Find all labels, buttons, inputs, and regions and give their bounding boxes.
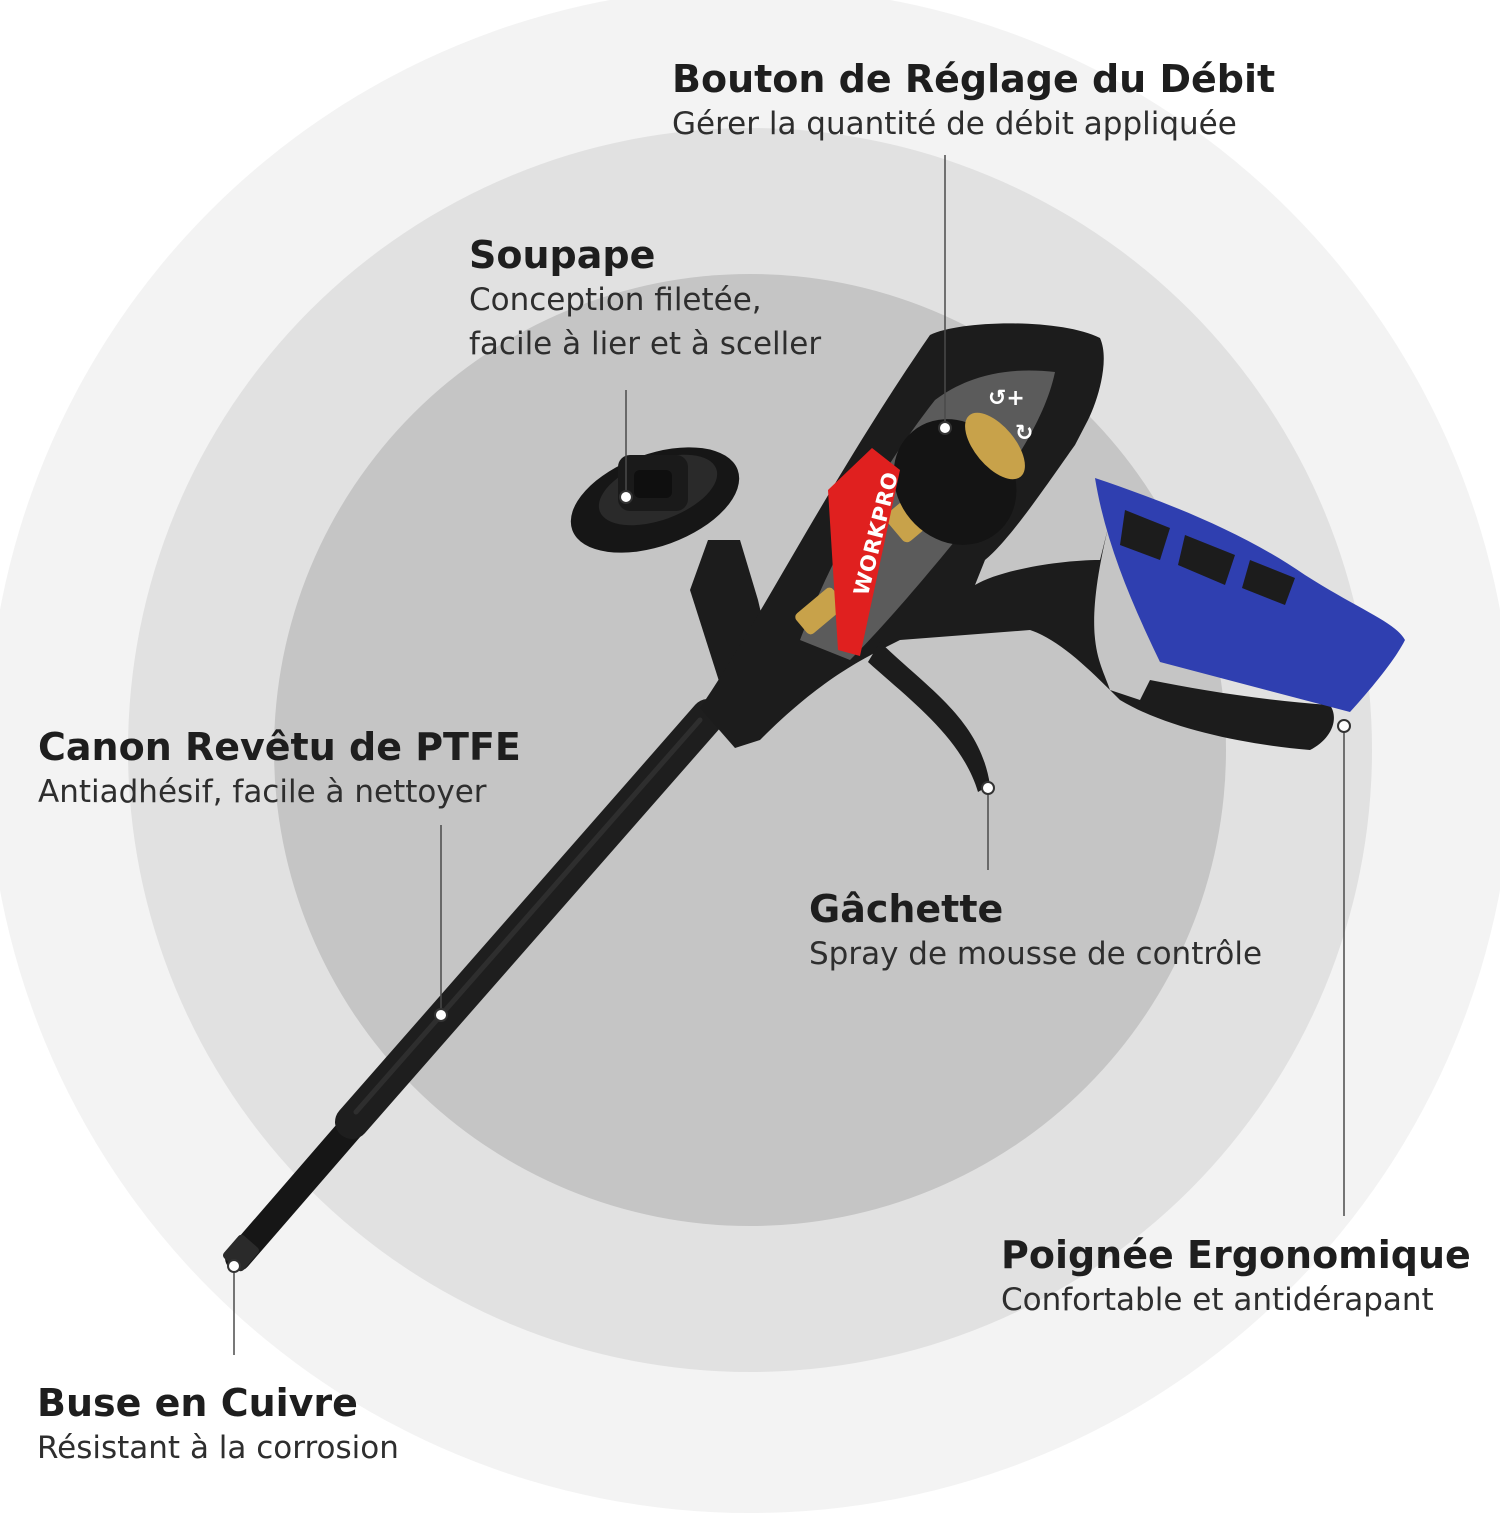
callout-nozzle: Buse en Cuivre Résistant à la corrosion	[37, 1380, 399, 1470]
callout-grip: Poignée Ergonomique Confortable et antid…	[1001, 1232, 1471, 1322]
callout-title: Canon Revêtu de PTFE	[38, 725, 521, 769]
callout-title: Poignée Ergonomique	[1001, 1233, 1471, 1277]
callout-dots	[227, 421, 1351, 1273]
callout-description-line1: Conception filetée,	[469, 282, 762, 318]
callout-valve: Soupape Conception filetée, facile à lie…	[469, 232, 821, 366]
callout-description: Résistant à la corrosion	[37, 1430, 399, 1466]
callout-title: Gâchette	[809, 887, 1004, 931]
svg-text:↺+: ↺+	[988, 386, 1025, 411]
ergonomic-grip	[1095, 478, 1405, 712]
callout-lines	[233, 155, 1345, 1355]
callout-description: Gérer la quantité de débit appliquée	[672, 106, 1237, 142]
callout-description: Antiadhésif, facile à nettoyer	[38, 774, 487, 810]
callout-barrel: Canon Revêtu de PTFE Antiadhésif, facile…	[38, 724, 521, 814]
barrel	[225, 699, 725, 1271]
callout-trigger: Gâchette Spray de mousse de contrôle	[809, 886, 1262, 976]
callout-flow-adjust-knob: Bouton de Réglage du Débit Gérer la quan…	[672, 56, 1275, 146]
callout-description: Confortable et antidérapant	[1001, 1282, 1434, 1318]
svg-text:↻: ↻	[1015, 421, 1033, 446]
callout-title: Buse en Cuivre	[37, 1381, 358, 1425]
brand-label	[828, 448, 900, 656]
callout-title: Bouton de Réglage du Débit	[672, 57, 1276, 101]
callout-description-line2: facile à lier et à sceller	[469, 326, 822, 362]
connector	[795, 587, 845, 635]
callout-description: Spray de mousse de contrôle	[809, 936, 1263, 972]
trigger	[868, 642, 990, 792]
flow-adjust-knob: ↺+ ↻	[885, 386, 1033, 545]
foam-gun-illustration: ↺+ ↻	[222, 155, 1405, 1355]
callout-title: Soupape	[469, 233, 656, 277]
